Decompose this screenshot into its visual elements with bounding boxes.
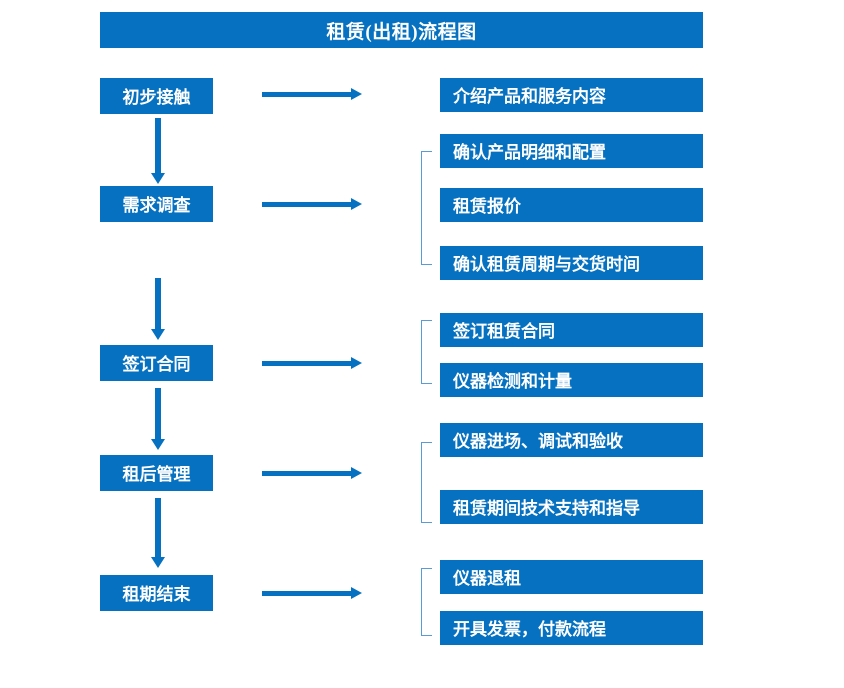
arrow-right-sign-contract <box>262 357 362 369</box>
arrow-shaft <box>262 591 352 596</box>
arrow-right-post-rental-management <box>262 467 362 479</box>
arrow-down-sign-contract <box>151 388 165 450</box>
arrow-head <box>351 88 362 100</box>
detail-node-rental-end-1[interactable]: 仪器退租 <box>440 560 703 594</box>
arrow-head <box>151 439 165 450</box>
arrow-head <box>351 357 362 369</box>
arrow-right-rental-end <box>262 587 362 599</box>
arrow-shaft <box>262 92 352 97</box>
arrow-shaft <box>155 498 161 558</box>
arrow-head <box>151 329 165 340</box>
detail-node-post-rental-management-1[interactable]: 仪器进场、调试和验收 <box>440 423 703 457</box>
stage-node-initial-contact[interactable]: 初步接触 <box>100 78 213 114</box>
group-bracket-demand-survey <box>421 151 432 265</box>
arrow-shaft <box>155 388 161 440</box>
stage-node-sign-contract[interactable]: 签订合同 <box>100 345 213 381</box>
detail-node-sign-contract-2[interactable]: 仪器检测和计量 <box>440 363 703 397</box>
group-bracket-rental-end <box>421 568 432 636</box>
arrow-shaft <box>262 202 352 207</box>
arrow-head <box>351 198 362 210</box>
detail-node-initial-contact-1[interactable]: 介绍产品和服务内容 <box>440 78 703 112</box>
stage-node-rental-end[interactable]: 租期结束 <box>100 575 213 611</box>
arrow-right-demand-survey <box>262 198 362 210</box>
detail-node-rental-end-2[interactable]: 开具发票，付款流程 <box>440 611 703 645</box>
arrow-shaft <box>155 118 161 174</box>
arrow-shaft <box>262 471 352 476</box>
arrow-head <box>151 173 165 184</box>
detail-node-demand-survey-3[interactable]: 确认租赁周期与交货时间 <box>440 246 703 280</box>
arrow-shaft <box>262 361 352 366</box>
detail-node-demand-survey-2[interactable]: 租赁报价 <box>440 188 703 222</box>
detail-node-sign-contract-1[interactable]: 签订租赁合同 <box>440 313 703 347</box>
flowchart-title: 租赁(出租)流程图 <box>100 12 703 48</box>
stage-node-post-rental-management[interactable]: 租后管理 <box>100 455 213 491</box>
arrow-head <box>351 467 362 479</box>
arrow-down-post-rental-management <box>151 498 165 568</box>
arrow-head <box>151 557 165 568</box>
arrow-right-initial-contact <box>262 88 362 100</box>
arrow-down-initial-contact <box>151 118 165 184</box>
detail-node-demand-survey-1[interactable]: 确认产品明细和配置 <box>440 134 703 168</box>
group-bracket-post-rental-management <box>421 442 432 523</box>
stage-node-demand-survey[interactable]: 需求调查 <box>100 186 213 222</box>
detail-node-post-rental-management-2[interactable]: 租赁期间技术支持和指导 <box>440 490 703 524</box>
arrow-shaft <box>155 278 161 330</box>
group-bracket-sign-contract <box>421 320 432 384</box>
arrow-head <box>351 587 362 599</box>
arrow-down-demand-survey <box>151 278 165 340</box>
